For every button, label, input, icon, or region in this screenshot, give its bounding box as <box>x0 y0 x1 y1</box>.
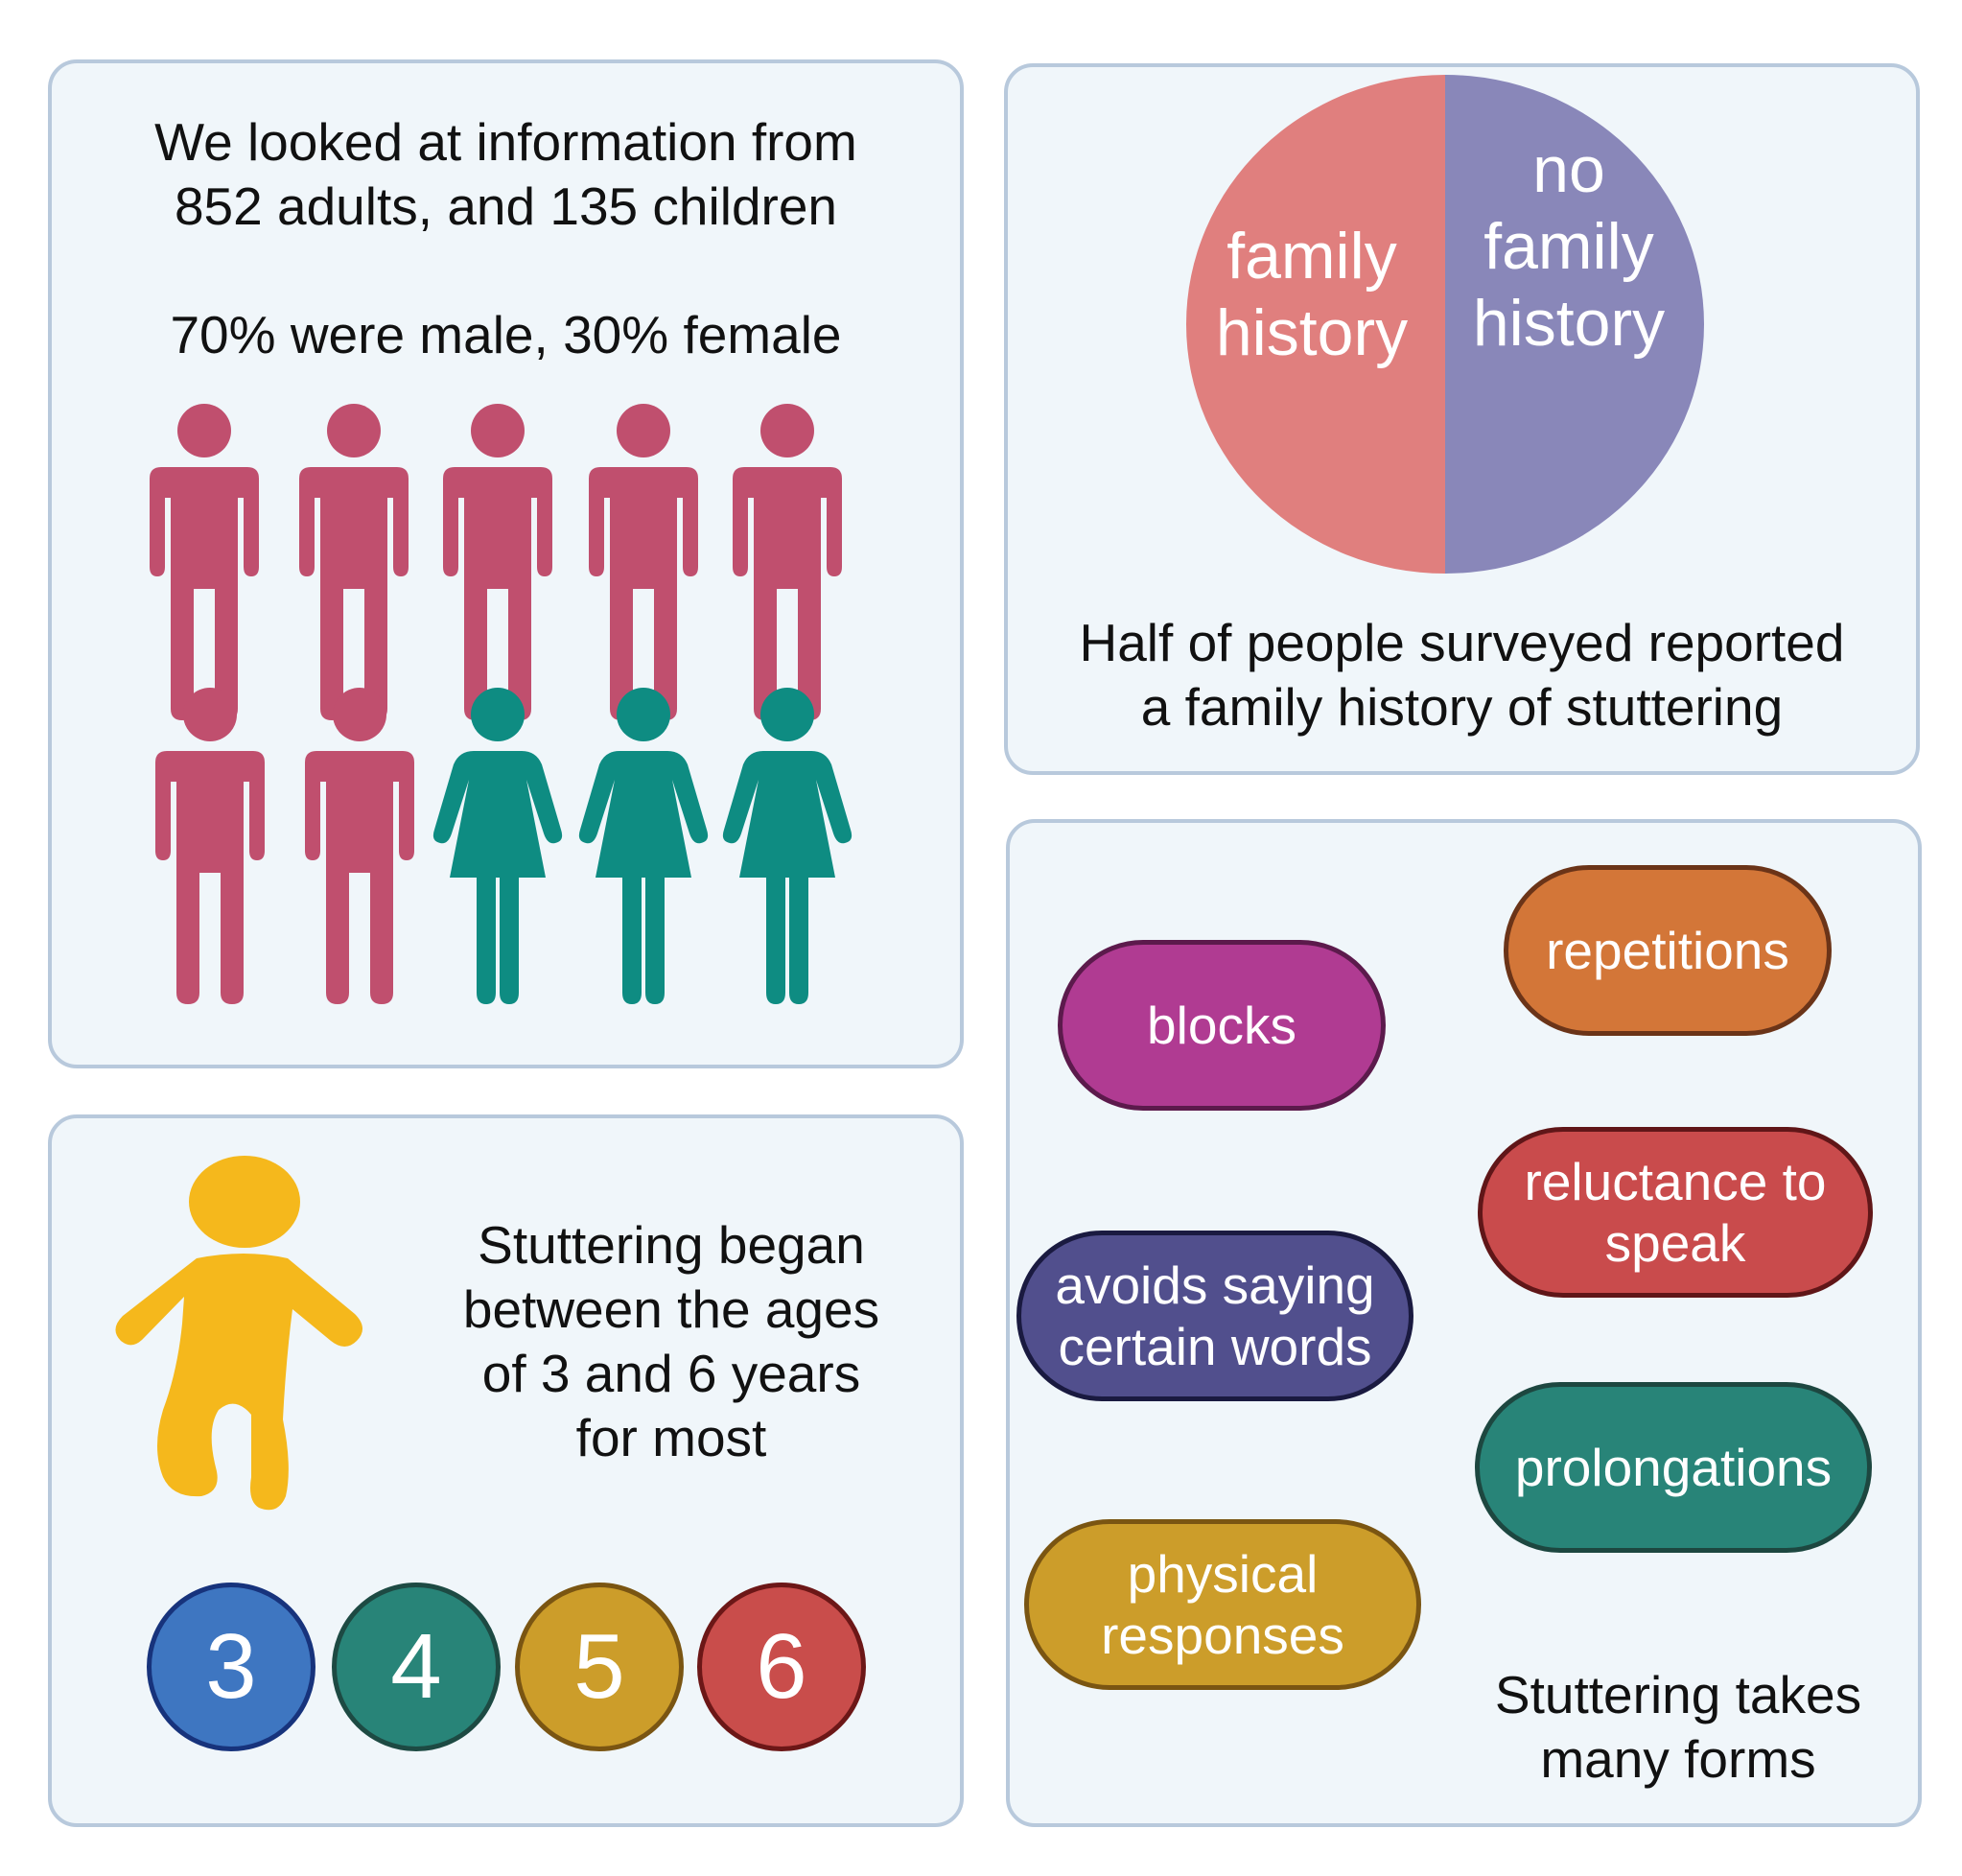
stuttering-forms-caption: Stuttering takes many forms <box>1494 1665 1862 1789</box>
sample-size-text: We looked at information from 852 adults… <box>154 112 857 236</box>
form-pill-prolongations: prolongations <box>1475 1382 1872 1553</box>
age-5-badge: 5 <box>515 1583 684 1751</box>
form-pill-repetitions: repetitions <box>1504 865 1832 1036</box>
form-pill-blocks: blocks <box>1058 940 1386 1111</box>
form-pill-physical-responses: physical responses <box>1024 1519 1421 1690</box>
form-pill-avoids-words: avoids saying certain words <box>1016 1231 1413 1401</box>
gender-split-text: 70% were male, 30% female <box>170 305 842 364</box>
onset-age-text: Stuttering began between the ages of 3 a… <box>462 1215 880 1467</box>
age-3-badge: 3 <box>147 1583 315 1751</box>
age-4-badge: 4 <box>332 1583 501 1751</box>
form-pill-reluctance: reluctance to speak <box>1478 1127 1873 1298</box>
age-6-badge: 6 <box>697 1583 866 1751</box>
family-history-caption: Half of people surveyed reported a famil… <box>1079 613 1845 737</box>
